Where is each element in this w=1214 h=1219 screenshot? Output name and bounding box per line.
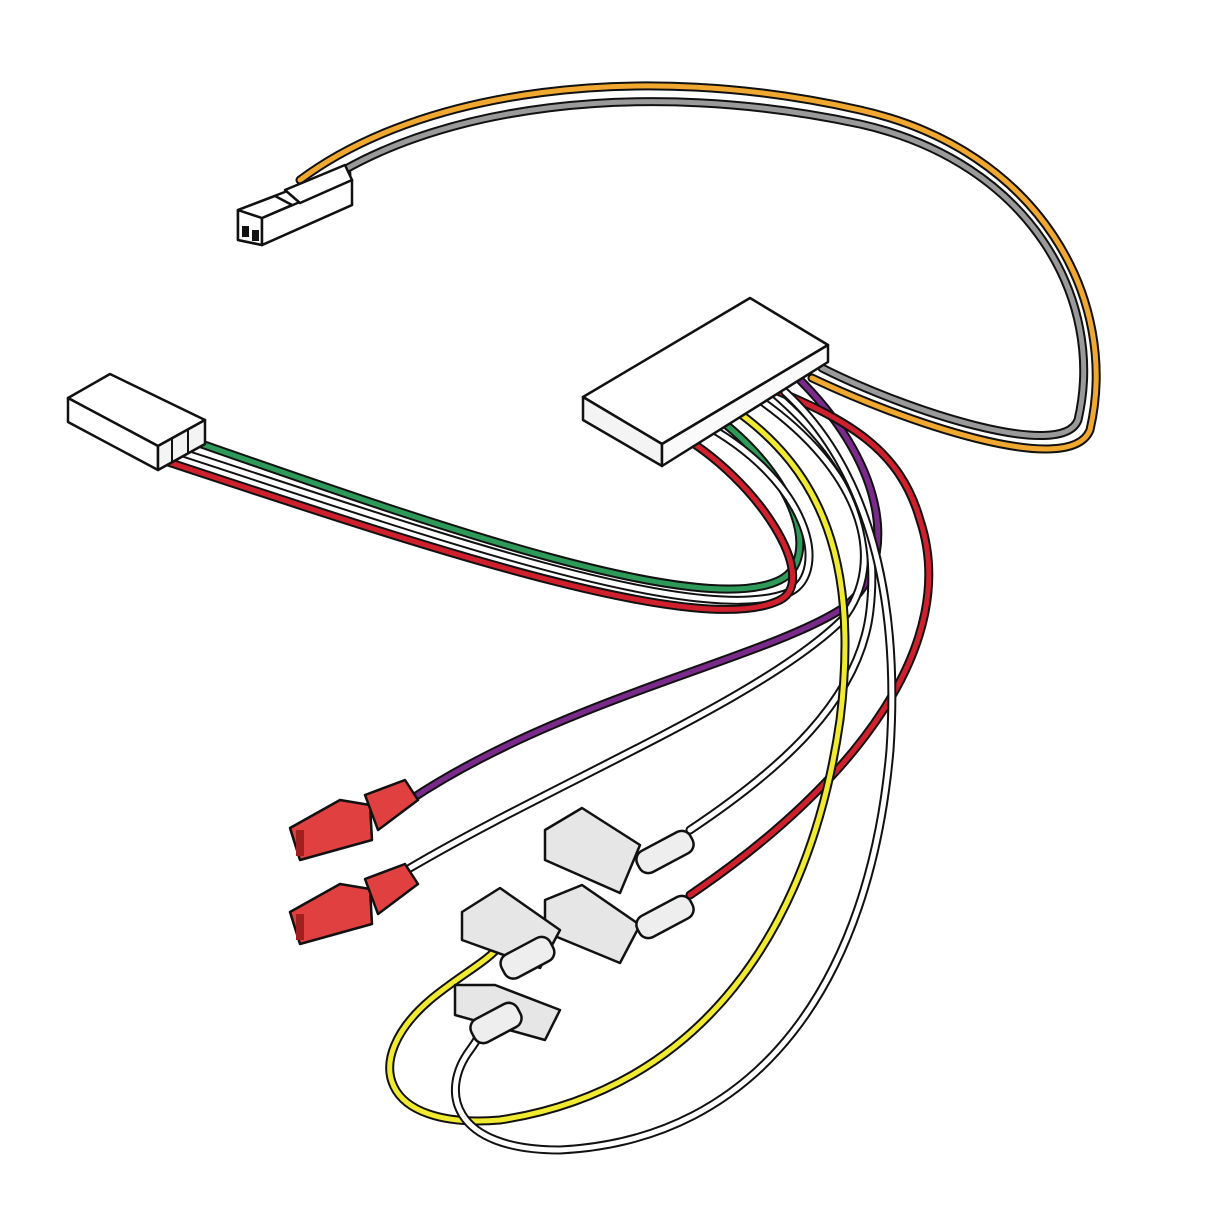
yellow-wire [385, 405, 850, 1126]
white-flag-terminal-3 [460, 886, 562, 980]
white-wire-d [451, 387, 897, 1155]
red-spade-terminal-2 [288, 862, 420, 946]
white-flag-terminal-4 [453, 983, 562, 1045]
red-wire-b [685, 381, 934, 900]
red-spade-terminal-1 [288, 778, 420, 862]
white-wire-b [405, 395, 869, 873]
wire-bundle [163, 81, 1101, 1155]
red-wire-a [163, 427, 798, 614]
two-pin-connector [236, 163, 354, 247]
purple-wire-a [405, 375, 883, 805]
white-wire-a [175, 417, 814, 605]
white-flag-terminal-1 [543, 806, 695, 895]
pin-1-icon [242, 226, 249, 237]
orange-wire [295, 81, 1101, 454]
pin-2-icon [252, 230, 259, 241]
white-flag-terminal-2 [543, 883, 695, 965]
gray-wire [305, 97, 1089, 440]
main-connector [581, 296, 830, 468]
three-pin-connector [66, 372, 207, 472]
